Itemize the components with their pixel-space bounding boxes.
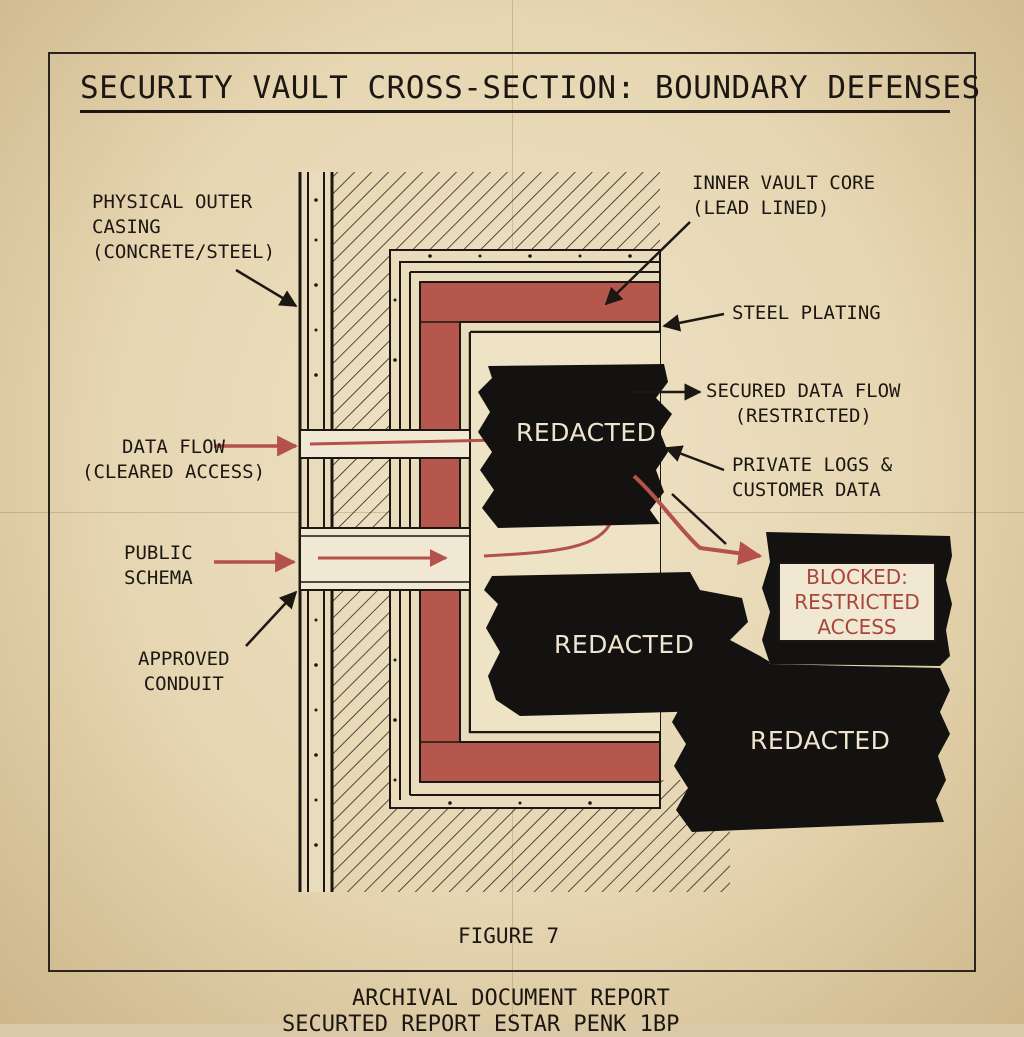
label-inner-core-line2: (LEAD LINED) — [692, 197, 830, 219]
leader-arrows — [235, 221, 727, 647]
figure-caption: FIGURE 7 — [458, 924, 560, 948]
label-public-schema: PUBLIC SCHEMA — [124, 541, 193, 591]
label-public-schema-line2: SCHEMA — [124, 567, 193, 589]
label-data-flow-line2: (CLEARED ACCESS) — [82, 461, 266, 483]
document-frame — [48, 52, 976, 972]
label-secured-flow: SECURED DATA FLOW (RESTRICTED) — [706, 379, 900, 429]
label-secured-flow-line2: (RESTRICTED) — [734, 405, 872, 427]
label-approved-conduit: APPROVED CONDUIT — [138, 647, 230, 697]
blocked-path-red-arrow — [632, 474, 763, 566]
footer-line-1: ARCHIVAL DOCUMENT REPORT — [352, 986, 670, 1011]
label-approved-conduit-line1: APPROVED — [138, 648, 230, 670]
label-data-flow: DATA FLOW (CLEARED ACCESS) — [82, 435, 265, 485]
label-inner-core: INNER VAULT CORE (LEAD LINED) — [692, 171, 875, 221]
blocked-access-text: BLOCKED: RESTRICTED ACCESS — [794, 564, 920, 639]
label-outer-casing: PHYSICAL OUTER CASING (CONCRETE/STEEL) — [92, 190, 275, 265]
redaction-blob-1 — [478, 364, 672, 528]
redacted-text-1: REDACTED — [516, 418, 657, 447]
label-steel-plating: STEEL PLATING — [732, 302, 881, 324]
lower-public-conduit — [299, 519, 614, 591]
redaction-blob-3 — [672, 664, 950, 832]
redacted-text-3: REDACTED — [750, 726, 891, 755]
label-public-schema-line1: PUBLIC — [124, 542, 193, 564]
label-data-flow-line1: DATA FLOW — [122, 436, 225, 458]
label-outer-casing-line1: PHYSICAL OUTER — [92, 191, 253, 213]
label-secured-flow-line1: SECURED DATA FLOW — [706, 380, 901, 402]
redacted-text-2: REDACTED — [554, 630, 695, 659]
label-private-logs: PRIVATE LOGS & CUSTOMER DATA — [732, 453, 892, 503]
upper-data-conduit — [299, 429, 501, 459]
label-outer-casing-line3: (CONCRETE/STEEL) — [92, 241, 276, 263]
label-private-logs-line2: CUSTOMER DATA — [732, 479, 881, 501]
label-outer-casing-line2: CASING — [92, 216, 161, 238]
page-title: SECURITY VAULT CROSS-SECTION: BOUNDARY D… — [80, 70, 980, 113]
footer-line-2: SECURTED REPORT ESTAR PENK 1BP — [282, 1012, 680, 1037]
blocked-access-box: BLOCKED: RESTRICTED ACCESS — [778, 562, 936, 642]
label-private-logs-line1: PRIVATE LOGS & — [732, 454, 893, 476]
label-approved-conduit-line2: CONDUIT — [143, 673, 224, 695]
label-inner-core-line1: INNER VAULT CORE — [692, 172, 876, 194]
